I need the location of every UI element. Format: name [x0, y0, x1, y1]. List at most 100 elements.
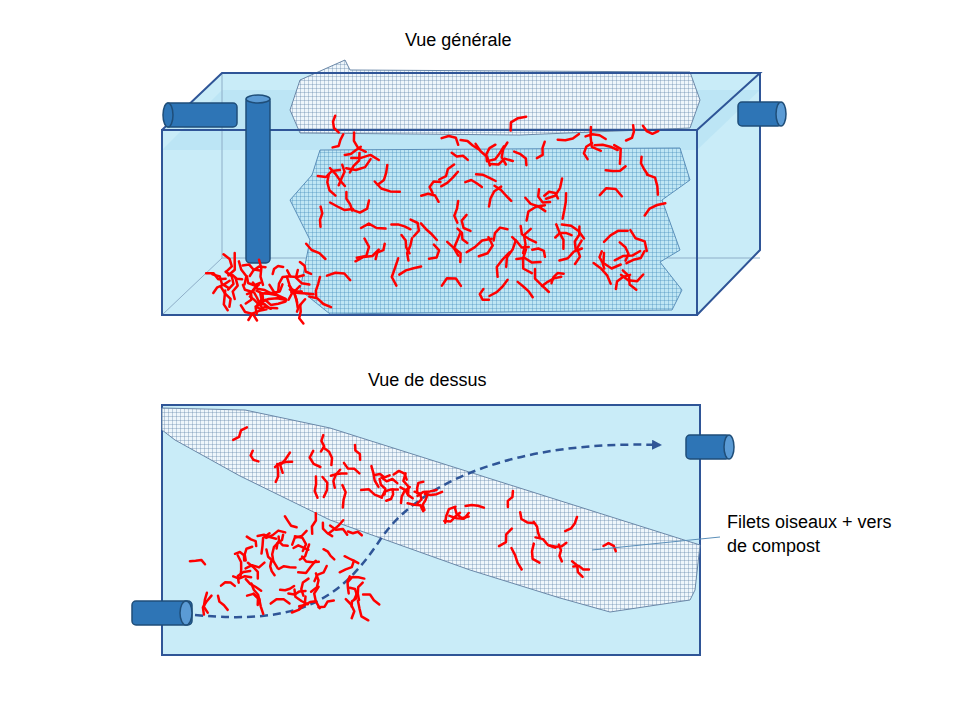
worm-stroke [323, 448, 332, 466]
worm-stroke [371, 466, 378, 487]
worm-stroke [537, 142, 545, 158]
view-title: Vue de dessus [368, 368, 486, 392]
worm-stroke [301, 579, 308, 596]
worm-stroke [523, 249, 532, 273]
view-title: Vue générale [405, 28, 511, 52]
worm-stroke [254, 293, 262, 308]
worm-stroke [476, 174, 496, 181]
worm-stroke [233, 576, 251, 578]
worm-stroke [630, 230, 646, 251]
leader-line [592, 537, 720, 550]
worm-stroke [261, 294, 278, 308]
worm-stroke [480, 289, 489, 300]
worm-stroke [309, 297, 331, 308]
compost-worms [190, 427, 616, 620]
worm-stroke [300, 262, 311, 274]
worm-stroke [233, 427, 247, 440]
worm-stroke [559, 249, 582, 261]
worm-stroke [218, 596, 228, 610]
worm-stroke [224, 254, 232, 271]
worm-stroke [421, 223, 437, 240]
worm-stroke [316, 277, 320, 298]
worm-stroke [525, 198, 545, 211]
worm-stroke [454, 201, 458, 223]
worm-stroke [342, 485, 345, 507]
worm-stroke [248, 563, 258, 579]
worm-stroke [538, 189, 550, 202]
worm-stroke [600, 251, 605, 268]
worm-stroke [344, 463, 360, 474]
worm-stroke [562, 225, 584, 239]
worm-stroke [455, 507, 469, 518]
worm-stroke [323, 477, 328, 497]
worm-stroke [439, 165, 454, 180]
worm-stroke [190, 560, 205, 564]
worm-stroke [247, 537, 256, 547]
worm-stroke [245, 547, 253, 561]
worm-stroke [306, 244, 325, 259]
worm-stroke [346, 192, 352, 210]
worm-stroke [626, 125, 634, 140]
worm-stroke [375, 474, 390, 478]
worm-stroke [221, 287, 231, 307]
worm-stroke [558, 134, 579, 140]
worm-stroke [534, 522, 540, 538]
worm-stroke [535, 269, 549, 292]
worm-stroke [606, 166, 626, 171]
worm-stroke [352, 593, 357, 606]
worm-stroke [615, 251, 641, 260]
worm-stroke [355, 445, 360, 460]
worm-stroke [575, 241, 582, 264]
worm-stroke [333, 134, 344, 147]
worm-stroke [330, 203, 353, 211]
worm-stroke [361, 224, 386, 229]
worm-stroke [408, 503, 424, 511]
worm-stroke [645, 203, 666, 215]
worm-stroke [285, 516, 297, 527]
worm-stroke [506, 240, 516, 267]
worm-stroke [614, 145, 621, 164]
worm-stroke [532, 249, 545, 257]
worm-stroke [430, 182, 441, 194]
worm-stroke [556, 224, 563, 249]
worm-stroke [643, 126, 658, 134]
worm-stroke [363, 595, 379, 605]
worm-stroke [324, 549, 335, 559]
worm-stroke [454, 232, 461, 255]
worm-stroke [265, 300, 285, 305]
worm-stroke [350, 153, 360, 173]
worm-stroke [447, 242, 460, 262]
worm-stroke [394, 471, 407, 480]
worm-stroke [314, 587, 320, 608]
worm-stroke [327, 273, 350, 280]
worm-stroke [573, 566, 589, 570]
worm-stroke [329, 520, 344, 533]
worm-stroke [415, 492, 422, 504]
worm-stroke [327, 174, 335, 195]
worm-stroke [641, 157, 648, 175]
worm-stroke [441, 172, 458, 187]
worm-stroke [203, 596, 212, 615]
tank-top-view [132, 405, 734, 655]
worm-stroke [555, 233, 571, 238]
worm-stroke [246, 288, 255, 304]
worm-stroke [340, 561, 354, 572]
callout-label: Filets oiseaux + vers de compost [727, 510, 899, 559]
worm-stroke [603, 253, 620, 269]
worm-stroke [315, 566, 327, 581]
worm-stroke [280, 586, 294, 590]
worm-stroke [565, 517, 577, 531]
worm-stroke [479, 237, 493, 256]
worm-stroke [467, 239, 492, 253]
worm-stroke [516, 258, 540, 263]
worm-stroke [297, 299, 305, 311]
worm-stroke [563, 193, 567, 219]
worm-stroke [546, 179, 562, 199]
worm-stroke [331, 473, 347, 475]
worm-stroke [442, 278, 461, 286]
worm-stroke [511, 117, 526, 131]
worm-stroke [239, 261, 247, 284]
worm-stroke [248, 309, 266, 320]
worm-stroke [623, 270, 637, 289]
compost-worms [206, 116, 665, 324]
